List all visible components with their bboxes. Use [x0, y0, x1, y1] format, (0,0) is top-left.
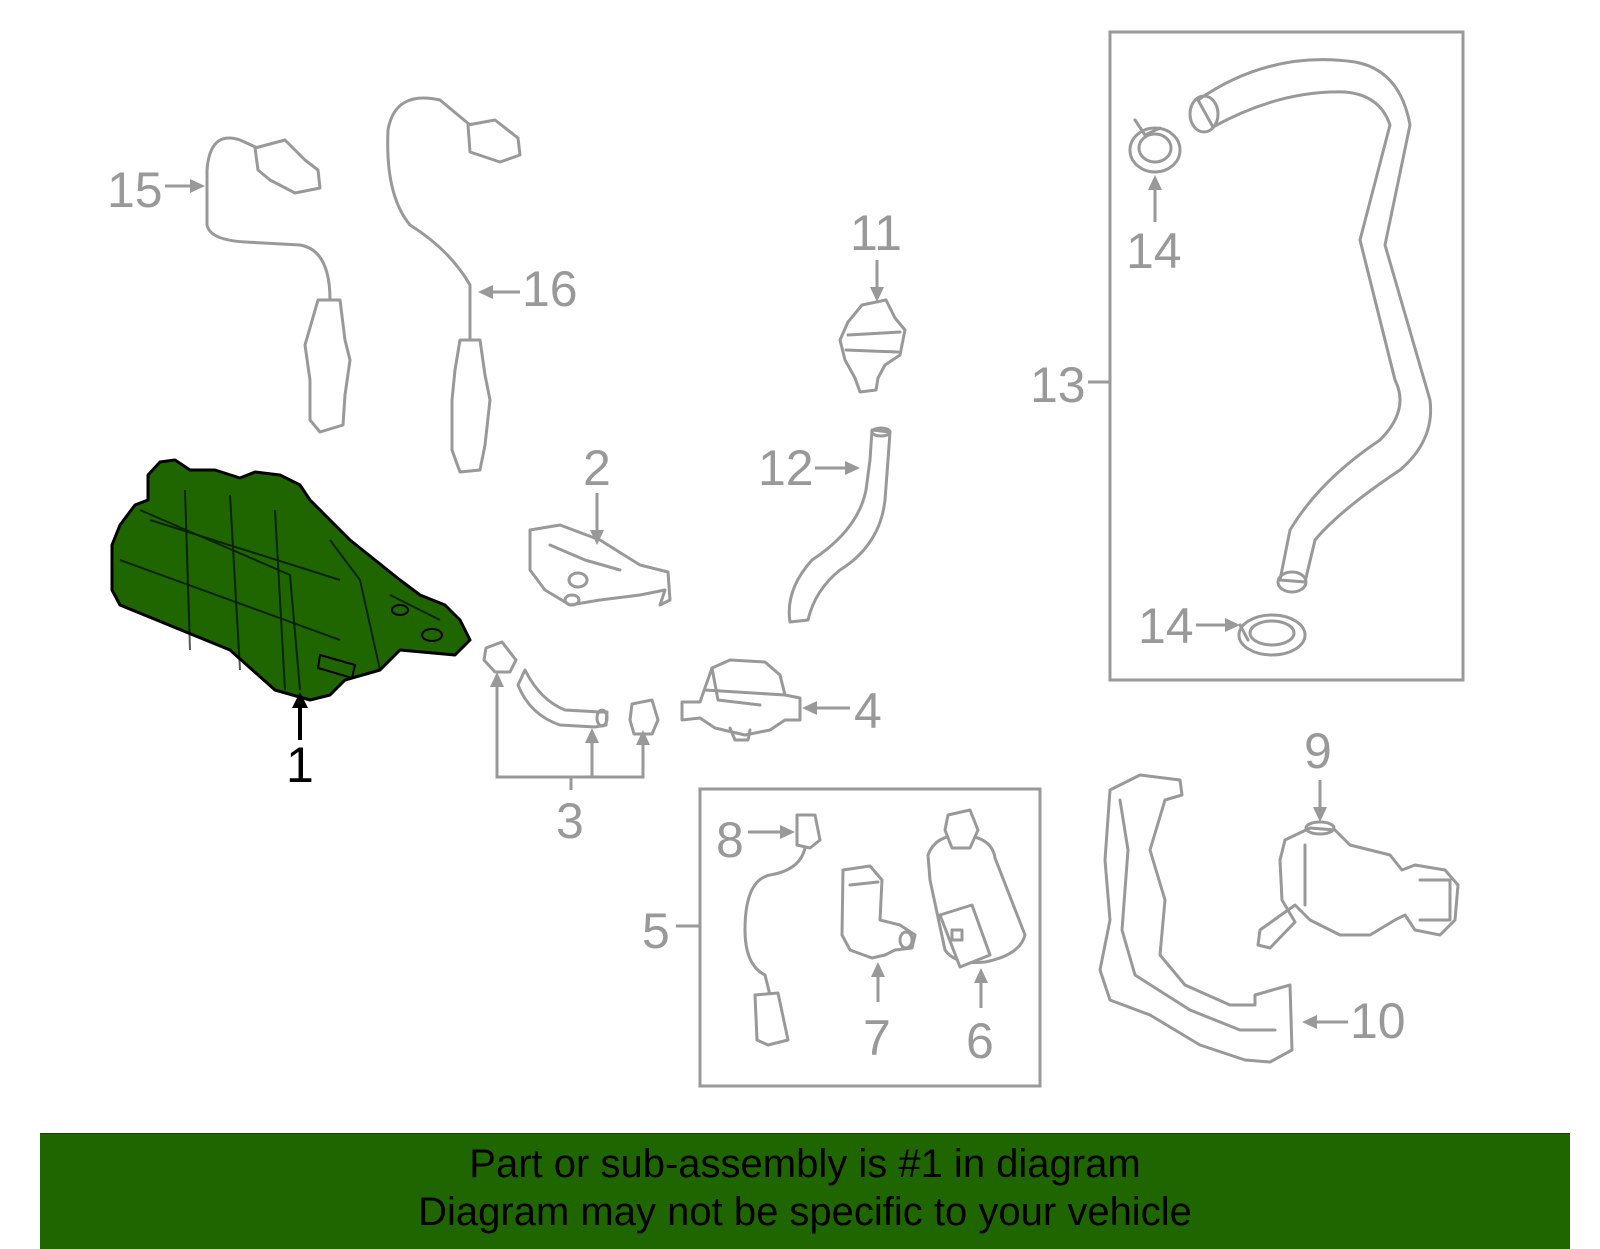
banner-line-2: Diagram may not be specific to your vehi… [418, 1190, 1192, 1234]
part-14-clamp-top[interactable] [1128, 118, 1182, 174]
callout-7[interactable]: 7 [863, 1010, 891, 1066]
part-3-hose-set[interactable] [482, 640, 660, 736]
part-6-filter[interactable] [926, 808, 1027, 969]
callout-12[interactable]: 12 [758, 440, 814, 496]
callout-10[interactable]: 10 [1350, 993, 1406, 1049]
callout-3[interactable]: 3 [556, 793, 584, 849]
callout-2[interactable]: 2 [583, 440, 611, 496]
part-16-oxygen-sensor[interactable] [386, 96, 522, 474]
part-11-valve[interactable] [838, 298, 907, 394]
callout-11[interactable]: 11 [850, 205, 902, 261]
part-12-hose[interactable] [787, 426, 892, 624]
callout-4[interactable]: 4 [854, 683, 882, 739]
callout-9[interactable]: 9 [1304, 723, 1332, 779]
callout-15[interactable]: 15 [107, 162, 163, 218]
part-9-pump[interactable] [1256, 820, 1460, 950]
callout-6[interactable]: 6 [966, 1013, 994, 1069]
part-14-clamp-bottom[interactable] [1237, 613, 1307, 657]
part-7-solenoid[interactable] [840, 864, 917, 960]
part-5-group-box [698, 787, 1042, 1088]
callout-14-top[interactable]: 14 [1126, 223, 1182, 279]
part-10-bracket[interactable] [1098, 773, 1294, 1064]
callout-1[interactable]: 1 [286, 737, 314, 793]
part-4-valve[interactable] [680, 658, 802, 742]
part-8-sensor[interactable] [743, 813, 822, 1047]
part-13-hose[interactable] [1188, 58, 1433, 594]
callout-14-bottom[interactable]: 14 [1138, 598, 1194, 654]
leader-lines [165, 175, 1348, 1029]
part-1-canister[interactable] [110, 458, 472, 702]
callout-8[interactable]: 8 [716, 812, 744, 868]
part-13-group-box [1108, 30, 1465, 682]
part-15-oxygen-sensor[interactable] [205, 136, 352, 434]
callout-labels: 1 2 3 4 5 6 7 8 9 10 11 12 13 14 14 15 1… [107, 162, 1406, 1069]
callout-13[interactable]: 13 [1030, 357, 1086, 413]
banner-line-1: Part or sub-assembly is #1 in diagram [469, 1142, 1141, 1186]
callout-16[interactable]: 16 [522, 261, 578, 317]
callout-5[interactable]: 5 [642, 903, 670, 959]
info-banner: Part or sub-assembly is #1 in diagram Di… [40, 1133, 1570, 1249]
part-2-bracket[interactable] [528, 523, 672, 607]
